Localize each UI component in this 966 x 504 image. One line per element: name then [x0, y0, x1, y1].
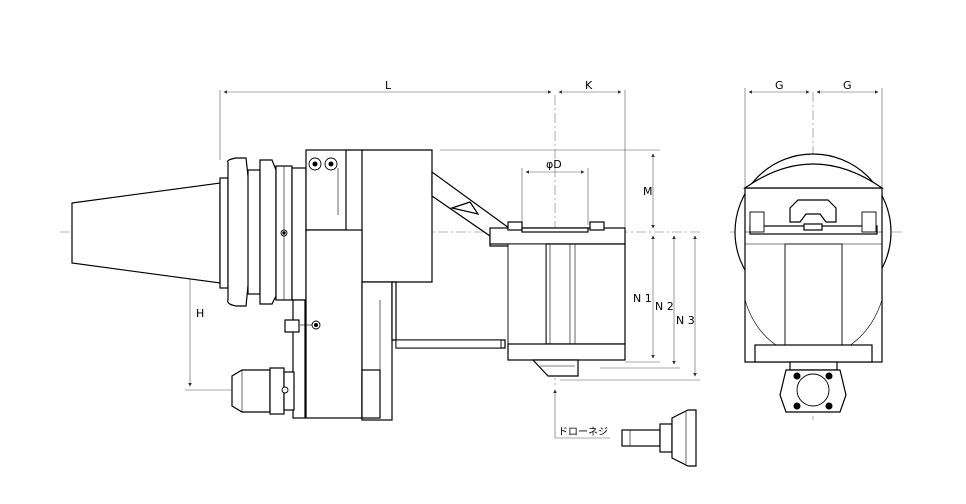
dimension-K: K — [558, 79, 626, 232]
dimension-N3: N 3 — [560, 235, 700, 381]
label-G-right: G — [843, 79, 852, 92]
label-draw-screw: ドローネジ — [558, 426, 608, 438]
dimension-N2: N 2 — [600, 235, 680, 369]
label-G-left: G — [775, 79, 784, 92]
flange — [227, 157, 293, 307]
front-view — [734, 153, 892, 413]
taper-shank — [71, 177, 229, 289]
label-K: K — [585, 79, 593, 92]
draw-screw-callout: ドローネジ — [553, 389, 610, 439]
dimension-L: L — [219, 79, 552, 160]
label-M: M — [643, 185, 653, 198]
dimension-M: M — [440, 149, 660, 229]
label-L: L — [385, 79, 392, 92]
dimension-phiD: φD — [521, 158, 589, 225]
label-N3: N 3 — [676, 314, 695, 327]
label-H: H — [196, 307, 204, 320]
label-phiD: φD — [546, 158, 562, 171]
label-N2: N 2 — [655, 300, 674, 313]
spindle-head — [489, 221, 626, 377]
side-plate — [284, 299, 321, 419]
dimension-N1: N 1 — [625, 235, 660, 363]
draw-screw-part — [621, 409, 697, 467]
coolant-nipple — [231, 367, 295, 415]
label-N1: N 1 — [633, 292, 652, 305]
dimension-G: G G — [744, 79, 883, 200]
main-body — [291, 149, 433, 421]
